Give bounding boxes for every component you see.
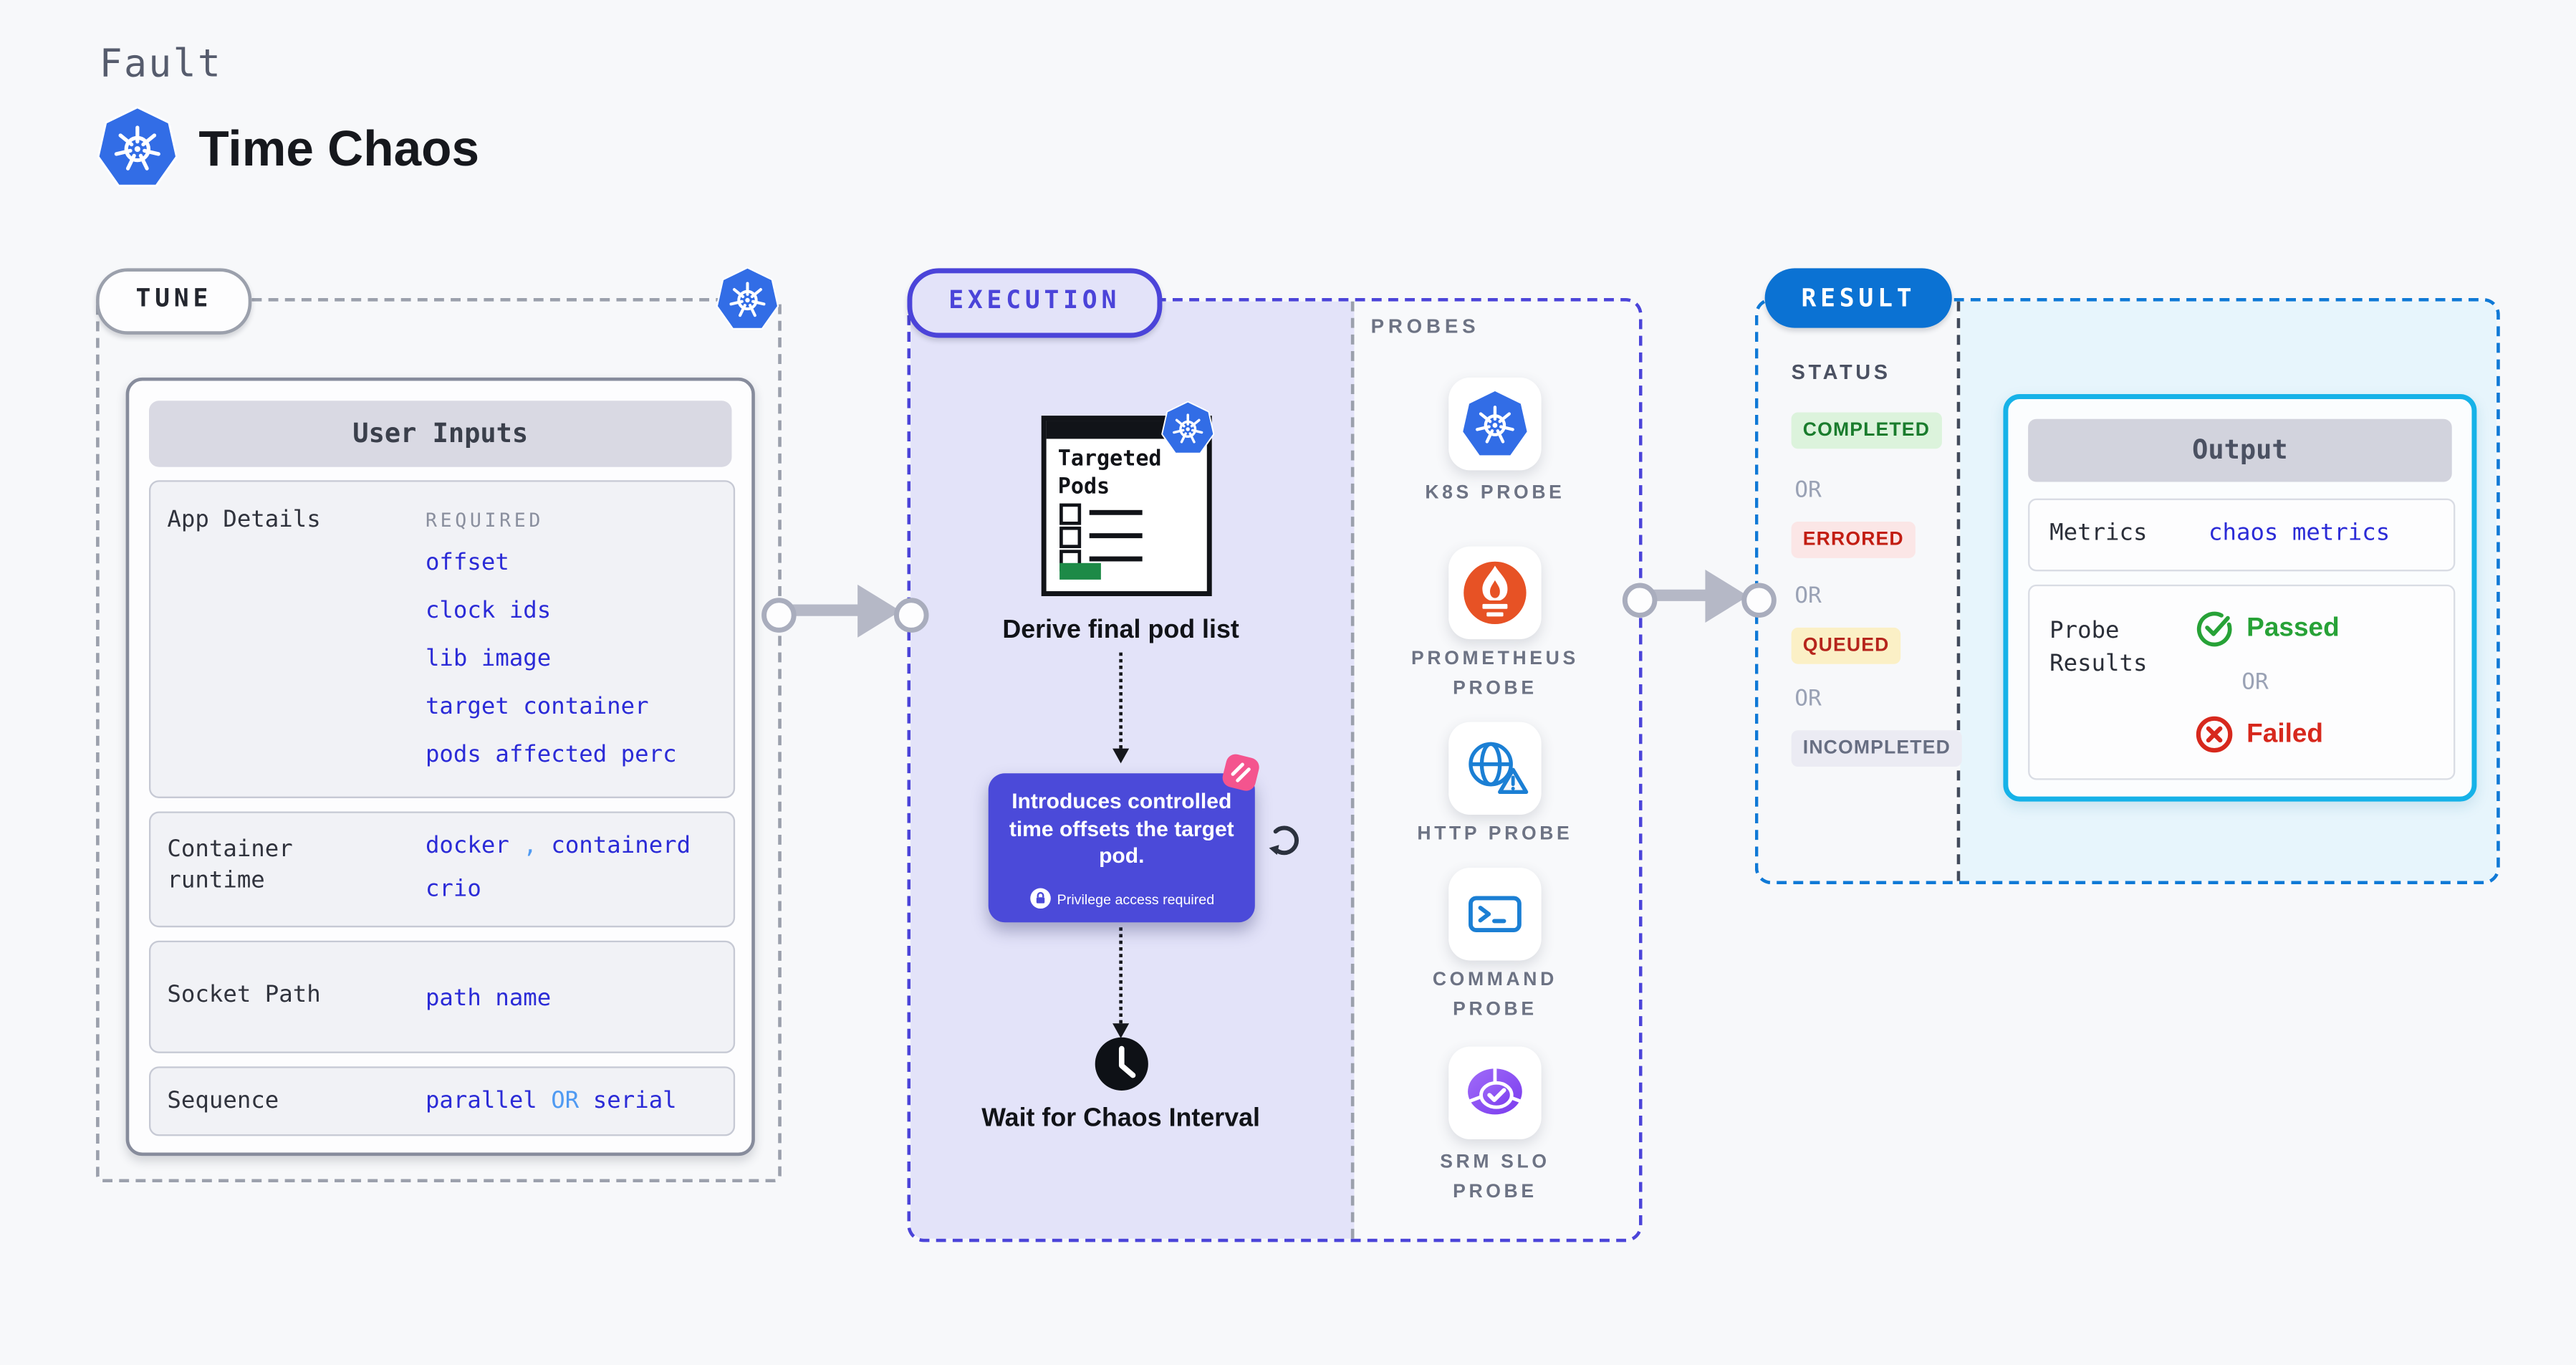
- flow-arrowhead: [1111, 748, 1129, 764]
- container-runtime-row: Container runtime docker , containerd cr…: [148, 811, 736, 928]
- probe-label: HTTP PROBE: [1417, 824, 1573, 845]
- targeted-pods-title: Targeted Pods: [1057, 446, 1162, 500]
- k8s-probe-card: [1448, 377, 1542, 471]
- probe-results-label: Probe Results: [2049, 618, 2148, 677]
- list-line: [1089, 556, 1143, 561]
- link-pods-affected-perc[interactable]: pods affected perc: [425, 742, 677, 769]
- probe-label: SRM SLO PROBE: [1440, 1152, 1550, 1202]
- link-target-container[interactable]: target container: [425, 694, 649, 721]
- connector-node: [761, 598, 797, 633]
- wait-chaos-interval-label: Wait for Chaos Interval: [981, 1104, 1260, 1133]
- status-badge-completed: COMPLETED: [1791, 412, 1942, 449]
- command-probe-card: [1448, 868, 1542, 961]
- failed-label: Failed: [2246, 719, 2324, 748]
- result-pill: RESULT: [1764, 268, 1953, 328]
- list-line: [1089, 509, 1143, 514]
- check-circle-icon: [2196, 609, 2234, 647]
- output-card: Output Metrics chaos metrics Probe Resul…: [2003, 394, 2477, 802]
- http-probe-icon: [1460, 734, 1529, 803]
- chaos-pink-icon: [1219, 750, 1263, 795]
- derive-pod-list-label: Derive final pod list: [1002, 616, 1239, 645]
- fault-description-tooltip: Introduces controlled time offsets the t…: [988, 773, 1255, 923]
- checkbox: [1059, 526, 1082, 548]
- link-offset[interactable]: offset: [425, 550, 509, 577]
- probe-label: COMMAND PROBE: [1432, 970, 1557, 1020]
- status-badge-queued: QUEUED: [1791, 627, 1901, 664]
- link-parallel[interactable]: parallel: [425, 1088, 537, 1115]
- status-panel: [1758, 301, 1961, 881]
- srm-slo-probe-icon: [1460, 1058, 1529, 1128]
- arrowhead: [857, 584, 901, 638]
- probes-label: PROBES: [1370, 315, 1480, 338]
- sequence-label: Sequence: [167, 1088, 279, 1115]
- probe-label: PROMETHEUS PROBE: [1411, 648, 1579, 699]
- or-label: OR: [1794, 583, 1822, 610]
- command-probe-icon: [1460, 879, 1529, 949]
- link-lib-image[interactable]: lib image: [425, 646, 552, 673]
- lock-icon: [1029, 888, 1050, 909]
- prometheus-probe-card: [1448, 546, 1542, 640]
- execution-pill: EXECUTION: [907, 268, 1162, 338]
- kubernetes-logo: [96, 106, 179, 189]
- tune-section-border: [96, 297, 782, 1183]
- http-probe-card: [1448, 722, 1542, 815]
- connector-node: [893, 598, 929, 633]
- user-inputs-title: User Inputs: [148, 401, 732, 467]
- link-crio[interactable]: crio: [425, 876, 481, 903]
- connector-node: [1741, 583, 1777, 618]
- srm-slo-probe-card: [1448, 1046, 1542, 1140]
- checkbox: [1059, 503, 1082, 525]
- probes-to-result-arrow: [1648, 589, 1719, 601]
- comma-separator: ,: [523, 833, 537, 860]
- targeted-pods-window: Targeted Pods: [1041, 416, 1212, 596]
- status-badge-errored: ERRORED: [1791, 521, 1916, 558]
- container-runtime-label: Container runtime: [167, 836, 293, 894]
- status-heading: STATUS: [1791, 360, 1891, 385]
- connector-node: [1622, 583, 1658, 618]
- link-chaos-metrics[interactable]: chaos metrics: [2209, 519, 2390, 547]
- probe-results-row: Probe Results Passed OR Failed: [2028, 584, 2456, 780]
- flow-dotted-line: [1119, 652, 1123, 749]
- refresh-icon: [1263, 820, 1304, 861]
- or-label: OR: [1794, 476, 1822, 504]
- metrics-row: Metrics chaos metrics: [2028, 498, 2456, 572]
- flow-arrowhead: [1111, 1023, 1129, 1039]
- prometheus-probe-icon: [1460, 558, 1529, 628]
- metrics-label: Metrics: [2049, 519, 2148, 547]
- app-details-label: App Details: [167, 507, 321, 534]
- sequence-row: Sequence parallel OR serial: [148, 1066, 736, 1136]
- probe-label: K8S PROBE: [1425, 483, 1565, 504]
- app-details-row: App Details REQUIRED offset clock ids li…: [148, 480, 736, 798]
- socket-path-row: Socket Path path name: [148, 940, 736, 1053]
- tune-to-execution-arrow: [788, 604, 871, 616]
- passed-label: Passed: [2246, 613, 2340, 642]
- kubernetes-probe-icon: [1460, 389, 1529, 459]
- link-docker[interactable]: docker: [425, 833, 509, 860]
- kubernetes-badge-icon: [1160, 401, 1215, 455]
- kubernetes-icon: [715, 267, 779, 331]
- fault-eyebrow: Fault: [99, 43, 223, 87]
- link-path-name[interactable]: path name: [425, 985, 552, 1012]
- privilege-note: Privilege access required: [1057, 890, 1215, 907]
- tune-pill: TUNE: [96, 268, 252, 335]
- list-line: [1089, 533, 1143, 537]
- page-title: Time Chaos: [198, 123, 480, 178]
- link-serial[interactable]: serial: [592, 1088, 677, 1115]
- link-containerd[interactable]: containerd: [551, 833, 691, 860]
- output-title: Output: [2028, 418, 2452, 482]
- required-note: REQUIRED: [425, 508, 544, 532]
- clock-icon: [1092, 1035, 1150, 1093]
- socket-path-label: Socket Path: [167, 982, 321, 1009]
- tooltip-text: Introduces controlled time offsets the t…: [1009, 788, 1234, 868]
- link-clock-ids[interactable]: clock ids: [425, 598, 552, 625]
- flow-dotted-line: [1119, 927, 1123, 1024]
- progress-bar: [1059, 562, 1101, 580]
- arrowhead: [1705, 570, 1749, 623]
- sequence-or: OR: [551, 1088, 580, 1115]
- or-label: OR: [1794, 685, 1822, 712]
- or-label: OR: [2241, 669, 2269, 696]
- user-inputs-card: User Inputs App Details REQUIRED offset …: [125, 377, 755, 1156]
- x-circle-icon: [2196, 715, 2234, 753]
- status-badge-incompleted: INCOMPLETED: [1791, 730, 1963, 767]
